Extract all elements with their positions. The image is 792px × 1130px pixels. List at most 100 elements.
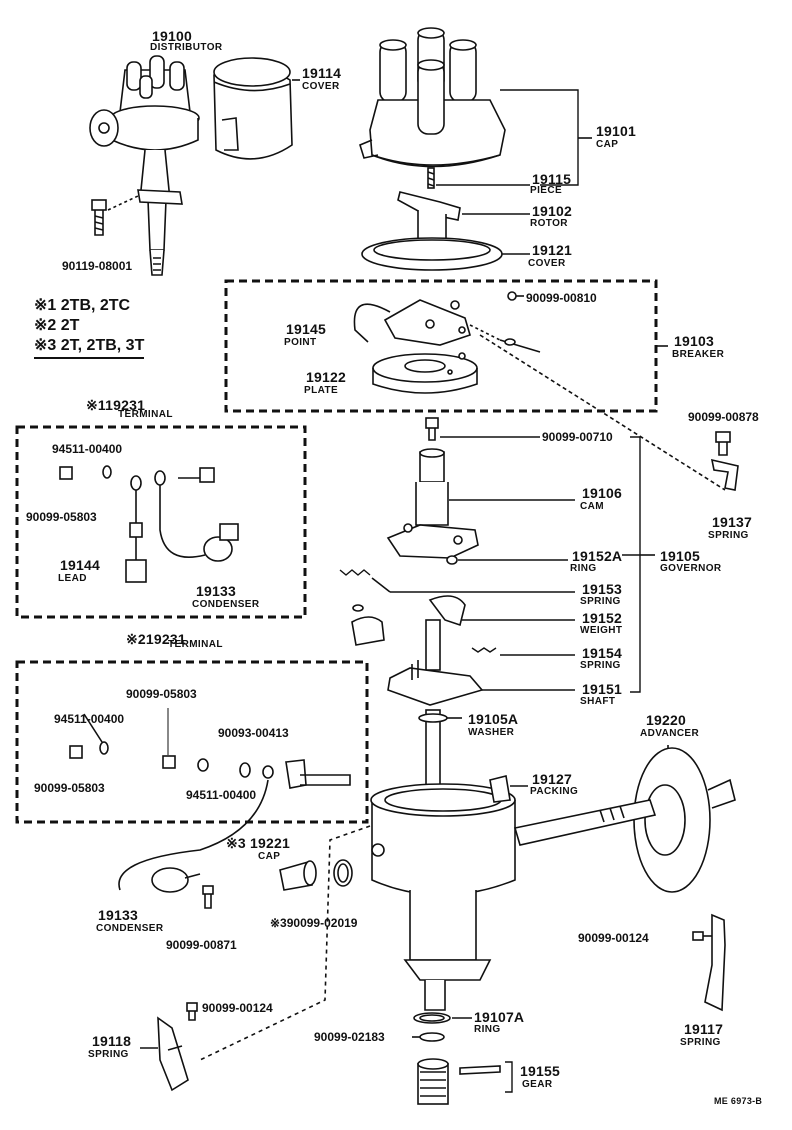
part-name-rotor: ROTOR [530, 218, 568, 229]
part-number-90099-00124: 90099-00124 [578, 931, 649, 945]
screw-90099-00871 [202, 885, 214, 909]
part-name-spring: SPRING [580, 660, 621, 671]
note-mark: ※1 [34, 297, 57, 314]
part-name-governor: GOVERNOR [660, 563, 722, 574]
part-number-19115: 19115 [532, 171, 572, 187]
terminal1-parts [59, 465, 239, 583]
part-name-point: POINT [284, 337, 317, 348]
part-number-19114: 19114 [302, 65, 342, 81]
part-name-plate: PLATE [304, 385, 339, 396]
part-number-19121: 19121 [532, 242, 572, 258]
condenser2 [151, 867, 201, 893]
spring-19118 [157, 1016, 189, 1092]
part-number-19102: 19102 [532, 203, 572, 219]
part-number-19105A: 19105A [468, 711, 519, 727]
note-text: 2TB, 2TC [60, 297, 131, 314]
part-number-94511-00400: 94511-00400 [52, 442, 123, 456]
note-mark: ※2 [126, 631, 146, 647]
plate-19122 [372, 352, 478, 394]
part-number-19107A: 19107A [474, 1009, 525, 1025]
part-name-piece: PIECE [530, 185, 563, 196]
part-number-19154: 19154 [582, 645, 622, 661]
part-number-94511-00400: 94511-00400 [54, 712, 125, 726]
advancer-19220 [513, 747, 736, 893]
bolt-90119-08001 [91, 195, 139, 236]
part-number-94511-00400: 94511-00400 [186, 788, 257, 802]
spring-19137 [710, 431, 739, 491]
part-name-spring: SPRING [680, 1037, 721, 1048]
part-number-19153: 19153 [582, 581, 622, 597]
cap-19221 [279, 860, 317, 891]
part-number-terminal1: ※119231 [86, 398, 145, 412]
cover-19121 [361, 237, 503, 271]
part-number-19118: 19118 [92, 1033, 132, 1049]
part-name-cam: CAM [580, 501, 604, 512]
part-name-ring: RING [570, 563, 597, 574]
note-text: 2T [60, 317, 80, 334]
part-number-19133: 19133 [98, 907, 138, 923]
part-number-19152: 19152 [582, 610, 622, 626]
part-name-spring: SPRING [88, 1049, 129, 1060]
note-mark: ※2 [34, 317, 57, 334]
part-number-19145: 19145 [286, 321, 326, 337]
part-number: 19221 [250, 835, 290, 851]
part-name-terminal: TERMINAL [168, 639, 223, 650]
part-number-19155: 19155 [520, 1063, 560, 1079]
note-1: ※1 2TB, 2TC [34, 298, 130, 314]
part-name-weight: WEIGHT [580, 625, 623, 636]
part-number: 90099-02019 [286, 916, 358, 930]
terminal2-parts [69, 708, 351, 891]
part-number-19122: 19122 [306, 369, 346, 385]
part-number: 19231 [145, 631, 186, 647]
part-name-spring: SPRING [580, 596, 621, 607]
part-number-90099-05803: 90099-05803 [26, 510, 97, 524]
part-number-19106: 19106 [582, 485, 622, 501]
part-number-19127: 19127 [532, 771, 572, 787]
note-2: ※2 2T [34, 318, 79, 334]
weight-19152 [351, 595, 466, 646]
part-number-90099-00878: 90099-00878 [688, 410, 759, 424]
part-name-breaker: BREAKER [672, 349, 725, 360]
part-name-shaft: SHAFT [580, 696, 616, 707]
spring-19117 [692, 913, 726, 1012]
part-number-19151: 19151 [582, 681, 622, 697]
part-number-90099-00710: 90099-00710 [542, 430, 613, 444]
screw-90099-00810 [507, 291, 524, 301]
point-19145 [353, 299, 471, 346]
part-number-90099-02019: ※390099-02019 [270, 917, 357, 929]
note-mark: ※3 [34, 337, 57, 354]
part-name-condenser: CONDENSER [96, 923, 164, 934]
cam-19106 [386, 448, 479, 559]
part-name-washer: WASHER [468, 727, 515, 738]
distributor-thumbnail [89, 55, 200, 276]
part-name-ring: RING [474, 1024, 501, 1035]
part-number-19117: 19117 [684, 1021, 724, 1037]
part-number-19103: 19103 [674, 333, 714, 349]
screw-left [186, 1002, 198, 1021]
part-name-cover: COVER [528, 258, 566, 269]
cover-19114 [213, 57, 293, 160]
piece-19115 [427, 167, 435, 189]
note-text: 2T, 2TB, 3T [60, 337, 145, 354]
part-number-90119-08001: 90119-08001 [62, 259, 133, 273]
part-number-19100: 19100 [152, 28, 192, 44]
part-number-90099-00871: 90099-00871 [166, 938, 237, 952]
part-number-90099-02183: 90099-02183 [314, 1030, 385, 1044]
part-number-19101: 19101 [596, 123, 636, 139]
note-mark: ※3 [270, 916, 287, 930]
part-number-cap-19221: ※3 19221 [226, 836, 290, 850]
part-number-19133: 19133 [196, 583, 236, 599]
part-name-terminal: TERMINAL [118, 409, 173, 420]
cap-19101 [359, 27, 506, 168]
part-number-19220: 19220 [646, 712, 686, 728]
note-mark: ※3 [226, 835, 246, 851]
screw-90099-00710 [425, 417, 439, 441]
part-number-19144: 19144 [60, 557, 100, 573]
gear-19155 [417, 1058, 501, 1105]
part-name-spring: SPRING [708, 530, 749, 541]
note-mark: ※1 [86, 397, 106, 413]
part-name-cover: COVER [302, 81, 340, 92]
part-number-90099-05803: 90099-05803 [126, 687, 197, 701]
diagram-code: ME 6973-B [714, 1096, 763, 1106]
